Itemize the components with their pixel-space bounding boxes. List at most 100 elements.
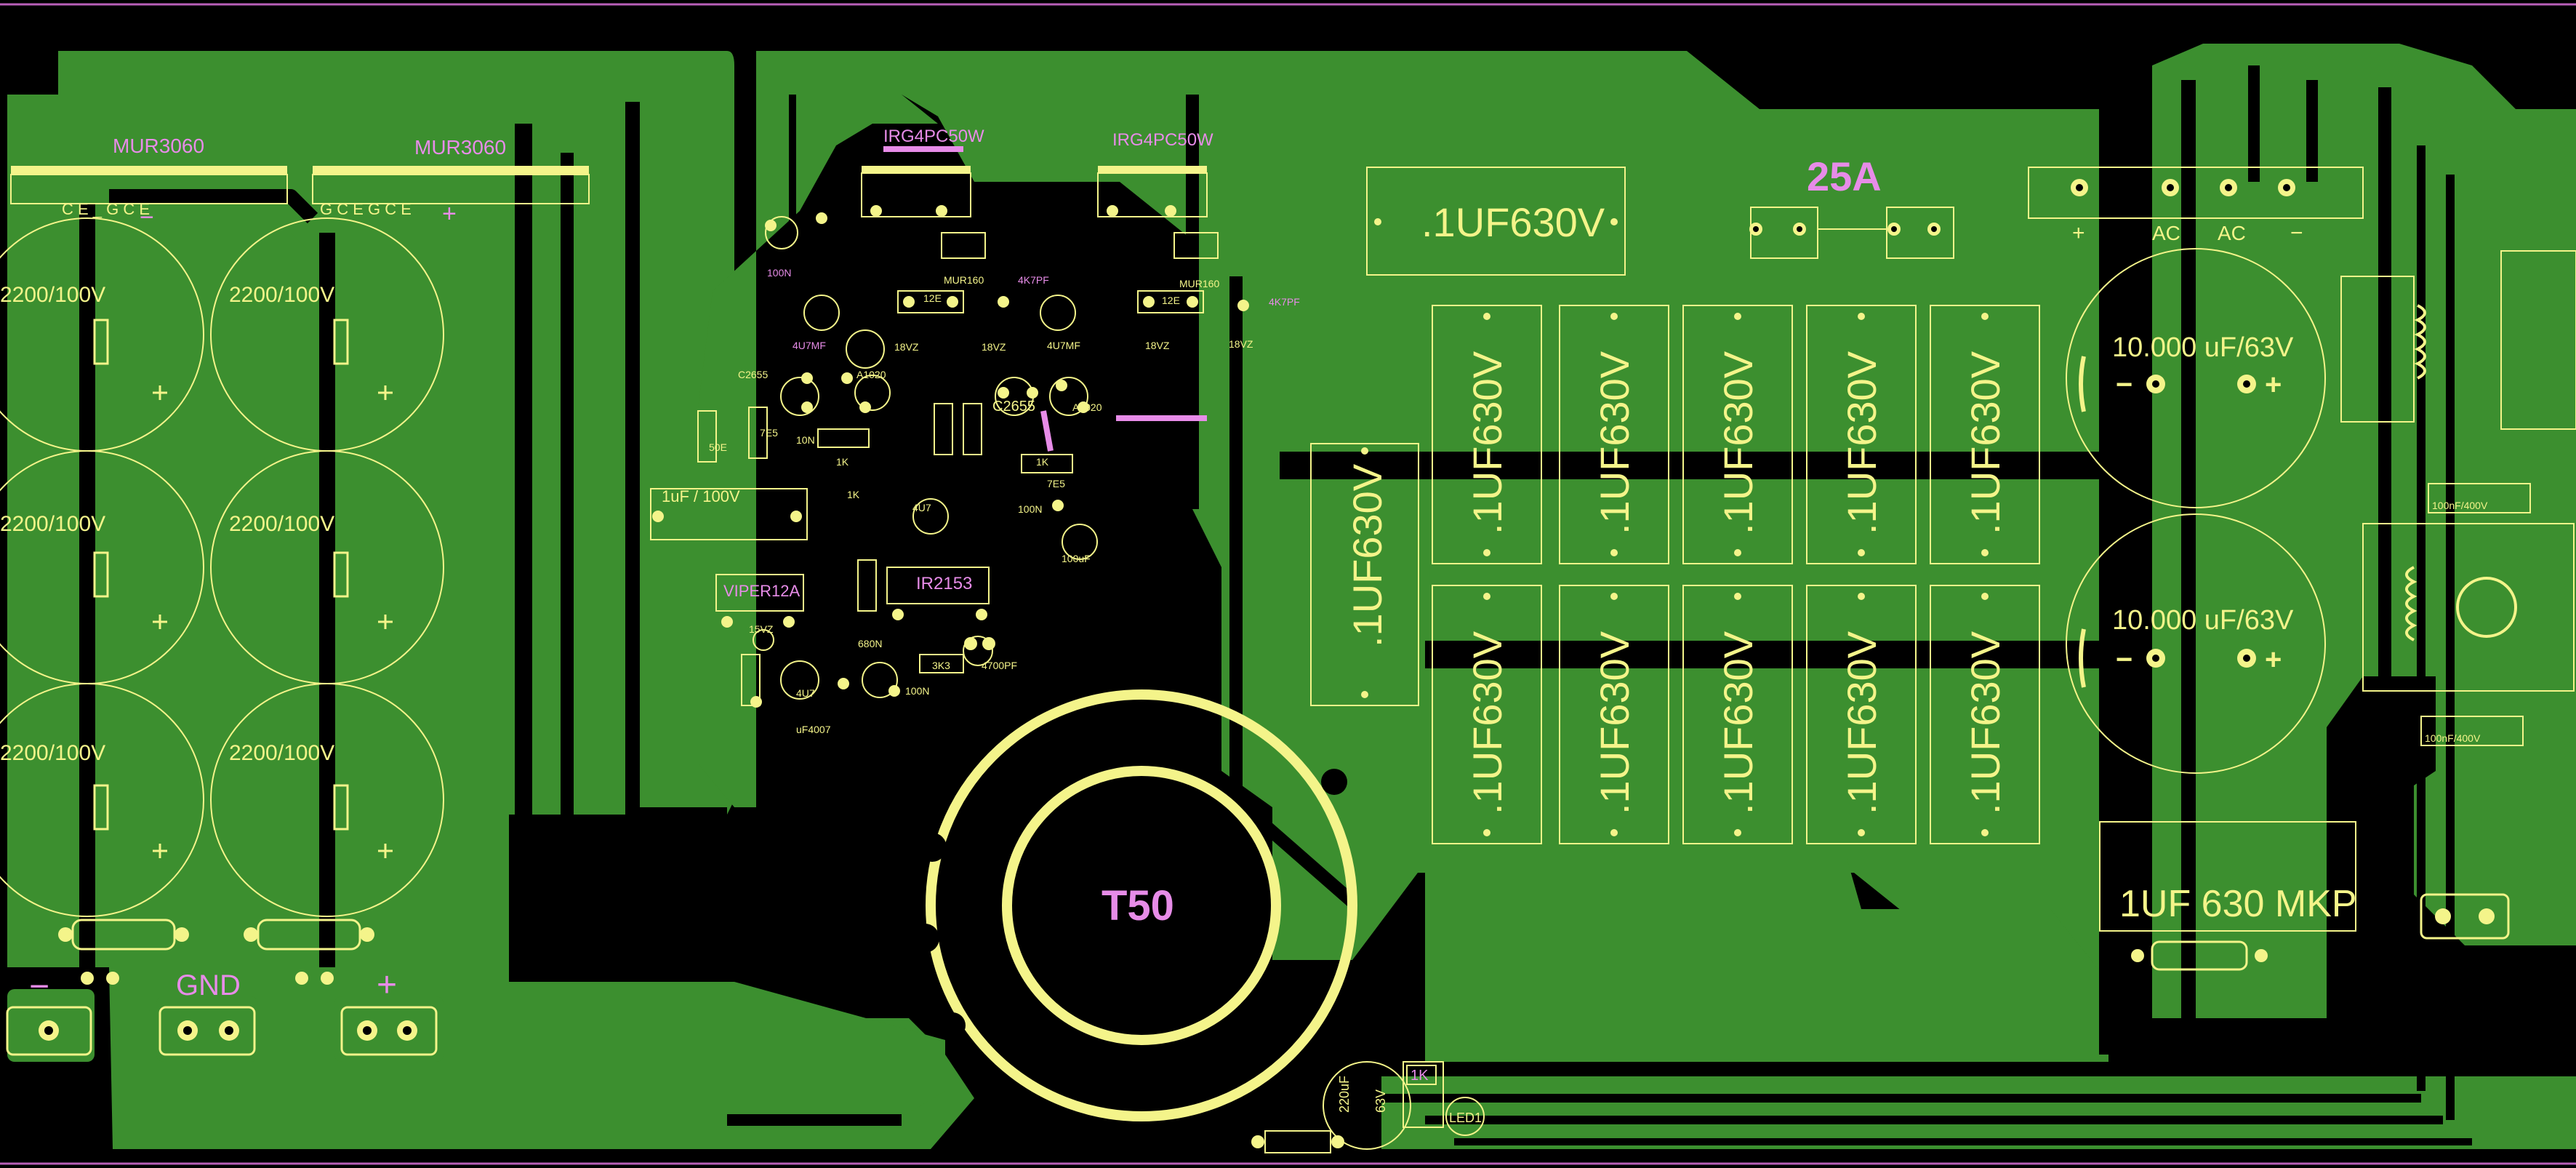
bulk-cap-label-2: 10.000 uF/63V [2112,605,2294,636]
bulk-cap-plus-1: + [2265,369,2282,401]
bulk-cap-plus-2: + [2265,644,2282,676]
film-cap-label-8: .1UF630V [1715,631,1761,815]
electrolytic-cap: 2200/100V [0,683,204,917]
film-cap: .1UF630V [1930,585,2040,844]
lbl-4k7: 4K7PF [1018,274,1049,286]
electrolytic-label-1: 2200/100V [0,283,105,307]
lbl-4700pf: 4700PF [982,660,1017,671]
lbl-3k3: 3K3 [932,660,950,671]
lbl-18vz-4: 18VZ [1229,338,1253,350]
diode-mur3060-right: MUR3060 G C E G C E + [312,136,590,228]
lbl-1k-2: 1K [847,489,860,500]
igbt-label-1: IRG4PC50W [883,127,984,146]
output-minus-label: − [29,967,49,1006]
lbl-mur160-2: MUR160 [1179,278,1219,289]
led-label: LED1 [1449,1111,1482,1125]
film-cap-label-4: .1UF630V [1839,351,1885,535]
cap-small-label-2: 100nF/400V [2425,732,2481,744]
cap-top-1uf: .1UF630V [1366,167,1626,276]
lbl-100n-2: 100N [1018,503,1042,515]
lbl-15vz: 15VZ [749,623,774,635]
pin-labels-2: G C E G C E [320,200,412,218]
film-cap-label-3: .1UF630V [1715,351,1761,535]
electrolytic-cap: 2200/100V [210,683,444,917]
diode-mur3060-left: MUR3060 C E _ G C E − [10,135,288,231]
lbl-4u7-2: 4U7MF [1047,340,1080,351]
bulk-cap-label-1: 10.000 uF/63V [2112,332,2294,363]
lbl-680n: 680N [858,638,882,649]
lbl-18vz-2: 18VZ [982,341,1006,353]
lbl-1k: 1K [836,456,849,468]
fuse-label: 25A [1807,153,1882,199]
lbl-4u7: 4U7MF [793,340,826,351]
bulk-cap-2: 10.000 uF/63V − + [2066,513,2326,774]
mkp-cap: 1UF 630 MKP [2099,821,2357,971]
control-pads [652,205,1249,708]
lbl-c2655: C2655 [738,369,768,380]
mkp-label: 1UF 630 MKP [2119,883,2357,925]
film-cap-label-7: .1UF630V [1592,631,1637,815]
film-cap: .1UF630V [1682,585,1793,844]
electrolytic-cap: 2200/100V [0,450,204,684]
mur-label-1: MUR3060 [113,135,204,157]
lbl-18vz: 18VZ [894,341,919,353]
right-edge-components: 100nF/400V 100nF/400V [2340,250,2576,940]
lbl-c2655-2: C2655 [992,399,1035,415]
film-cap: .1UF630V [1432,305,1542,564]
cap-1uf-label: 1uF / 100V [662,487,740,505]
lbl-uf4007: uF4007 [796,724,831,735]
lbl-12e: 12E [923,292,942,304]
lbl-4k7-2: 4K7PF [1269,296,1300,308]
transformer-label: T50 [1102,882,1174,929]
electrolytic-label-3: 2200/100V [0,512,105,536]
electrolytic-label-5: 2200/100V [0,741,105,765]
cap-220-label: 220uF [1337,1076,1352,1113]
film-cap: .1UF630V [1930,305,2040,564]
film-cap: .1UF630V [1806,585,1917,844]
fuse-25a: 25A [1749,153,1954,259]
cap-vertical-1uf: .1UF630V [1310,443,1419,706]
bulk-cap-1: 10.000 uF/63V − + [2066,248,2326,508]
film-cap-label-2: .1UF630V [1592,351,1637,535]
lbl-50e: 50E [709,441,727,453]
film-cap-label-10: .1UF630V [1962,631,2008,815]
electrolytic-label-2: 2200/100V [229,283,334,307]
film-cap: .1UF630V [1559,585,1669,844]
control-circuit: IRG4PC50W IRG4PC50W 1uF / 100V VIPER12A … [650,127,1300,735]
lbl-18vz-3: 18VZ [1145,340,1170,351]
film-cap-label-5: .1UF630V [1962,351,2008,535]
lbl-12e-2: 12E [1162,295,1180,306]
bridge-ac1-label: AC [2152,222,2180,244]
electrolytic-label-6: 2200/100V [229,741,334,765]
igbt-label-2: IRG4PC50W [1112,130,1213,150]
film-cap: .1UF630V [1559,305,1669,564]
film-cap: .1UF630V [1432,585,1542,844]
transformer-t50: T50 [910,689,1357,1121]
lbl-100nb: 100N [905,685,929,697]
output-gnd-label: GND [176,969,241,1001]
film-cap-label-1: .1UF630V [1464,351,1510,535]
cap-63v-label: 63V [1373,1089,1388,1113]
lbl-1k-3: 1K [1036,456,1049,468]
lbl-4u7c: 4U7 [796,687,815,699]
lbl-100n: 100N [767,267,791,279]
film-cap: .1UF630V [1682,305,1793,564]
small-component-outlines [697,216,1219,706]
lbl-7e5: 7E5 [760,427,778,439]
film-cap-label-6: .1UF630V [1464,631,1510,815]
bridge-ac2-label: AC [2218,222,2246,244]
film-cap-label-9: .1UF630V [1839,631,1885,815]
cap-small-label-1: 100nF/400V [2432,500,2488,511]
lbl-mur160: MUR160 [944,274,984,286]
bulk-cap-minus-2: − [2116,644,2132,676]
viper-label: VIPER12A [723,582,800,600]
led-circuit: 220uF 63V 1K LED1 [1251,1061,1485,1153]
cap-top-label: .1UF630V [1421,199,1605,245]
pin-labels-1: C E _ G C E [62,200,150,218]
minus-sign-top: − [140,204,154,231]
bridge-plus-label: + [2072,221,2085,245]
film-cap-array: .1UF630V .1UF630V .1UF630V .1UF630V .1UF630V… [1432,305,2040,844]
mur-label-2: MUR3060 [414,136,506,159]
output-terminals: − GND + [6,919,438,1056]
